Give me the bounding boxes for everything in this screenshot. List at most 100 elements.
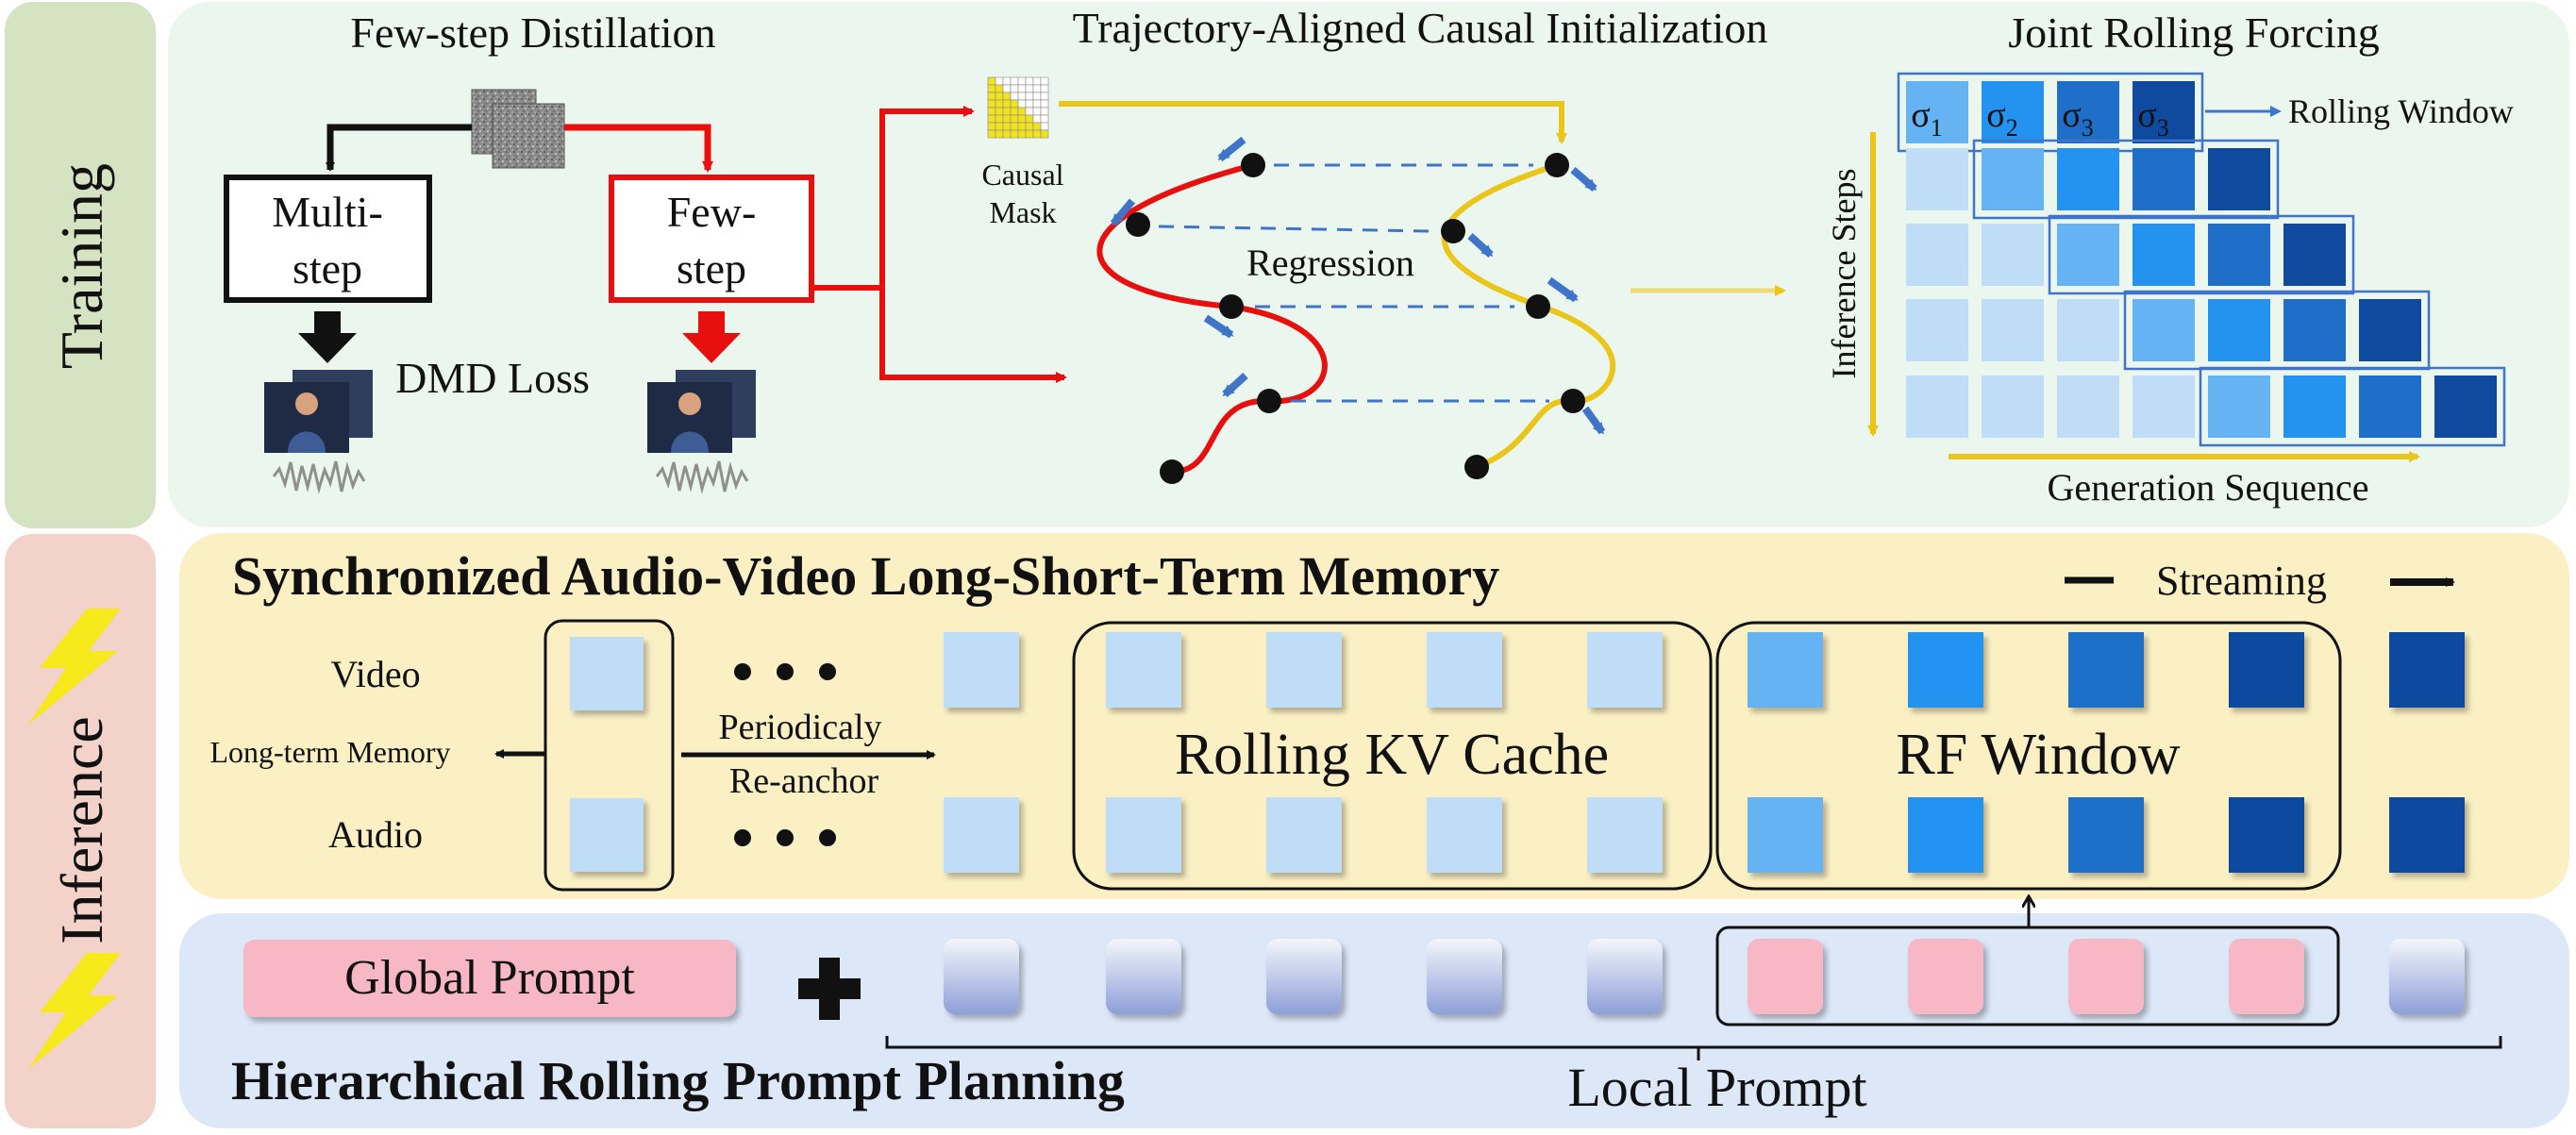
mask-cell	[1002, 114, 1012, 124]
kv-cache-label: Rolling KV Cache	[1175, 723, 1609, 787]
gradient-arrows	[1110, 136, 1606, 435]
student-arrow	[564, 124, 713, 173]
regression-dashes	[1158, 163, 1549, 403]
rf-window-label: RF Window	[1896, 723, 2180, 787]
mask-cell	[1040, 92, 1049, 101]
forcing-cell	[1906, 376, 1968, 438]
inference-side-tab	[5, 534, 156, 1128]
local-prompt-brace	[885, 1036, 2502, 1060]
trajectory-point	[1257, 389, 1281, 413]
prompt-planning-title: Hierarchical Rolling Prompt Planning	[231, 1050, 1125, 1111]
forcing-cell	[2057, 376, 2119, 438]
mask-cell	[1017, 114, 1027, 124]
trajectory-point	[1241, 153, 1265, 177]
mask-cell	[987, 122, 996, 131]
prompt-token	[944, 939, 1019, 1014]
audio-token	[944, 797, 1019, 873]
mask-cell	[995, 92, 1004, 101]
inference-steps-label: Inference Steps	[1825, 169, 1863, 379]
trajectory-point	[1126, 212, 1150, 237]
video-thumbnail	[647, 370, 756, 453]
local-prompt-token	[1748, 939, 1823, 1014]
video-token	[2229, 632, 2304, 708]
trajectory-point	[1219, 294, 1244, 319]
audio-token	[1106, 797, 1181, 873]
forcing-cell	[2434, 376, 2497, 438]
sigma-label: σ3	[2137, 95, 2168, 142]
mask-cell	[995, 122, 1004, 131]
lightning-icon	[28, 953, 121, 1069]
forcing-cell	[1982, 299, 2044, 361]
mask-cell	[1032, 107, 1042, 116]
few-step-to-trajectory-arrow	[879, 288, 1067, 383]
audio-token	[1587, 797, 1663, 873]
mask-cell	[1025, 107, 1034, 116]
long-term-memory-box	[544, 619, 675, 892]
mask-cell	[1040, 107, 1049, 116]
audio-token	[1748, 797, 1823, 873]
mask-cell	[987, 99, 996, 108]
prompt-token	[1427, 939, 1502, 1014]
mask-cell	[1017, 99, 1027, 108]
trajectory-point	[1160, 459, 1184, 484]
forcing-grid	[1897, 72, 2506, 447]
causal-mask-label: Mask	[989, 195, 1056, 229]
initialization-title: Trajectory-Aligned Causal Initialization	[1073, 4, 1768, 52]
trajectory-points	[1126, 153, 1585, 484]
mask-cell	[1025, 129, 1034, 139]
reanchor-label: Periodicaly	[718, 708, 881, 747]
local-prompt-token	[2229, 939, 2304, 1014]
video-token	[1908, 632, 1983, 708]
regression-label: Regression	[1246, 242, 1414, 284]
kv-cache-box	[1072, 621, 1713, 891]
audio-token	[1908, 797, 1983, 873]
mask-cell	[987, 92, 996, 101]
forcing-cell	[1982, 224, 2044, 286]
rolling-window-label: Rolling Window	[2288, 92, 2514, 130]
mask-cell	[1010, 122, 1019, 131]
forcing-cell	[2133, 299, 2195, 361]
mask-cell	[1010, 76, 1019, 86]
local-prompt-token	[2068, 939, 2144, 1014]
few-step-label: step	[677, 244, 746, 292]
audio-waveform	[272, 460, 366, 494]
local-prompt-token	[1908, 939, 1983, 1014]
mask-cell	[1010, 129, 1019, 139]
ellipsis-icon	[734, 663, 836, 680]
forcing-cell	[2208, 299, 2270, 361]
rolling-window-frame	[1972, 139, 2280, 220]
mask-cell	[1040, 99, 1049, 108]
video-label: Video	[330, 653, 420, 695]
sigma-label: σ3	[2062, 95, 2093, 142]
audio-waveform	[655, 460, 749, 494]
plus-icon	[798, 958, 861, 1020]
multi-step-output-arrow	[298, 311, 357, 363]
mask-cell	[1010, 92, 1019, 101]
mask-cell	[1032, 76, 1042, 86]
forcing-cell	[1982, 376, 2044, 438]
side-labels: Training Inference	[5, 2, 156, 1128]
audio-token	[2389, 797, 2465, 873]
mask-cell	[987, 76, 996, 86]
memory-audio-token	[570, 798, 644, 872]
trajectory-point	[1464, 455, 1489, 479]
mask-cell	[1032, 99, 1042, 108]
mask-cell	[1040, 122, 1049, 131]
inference-side-label: Inference	[48, 716, 115, 944]
forcing-cell	[2283, 376, 2346, 438]
video-token	[944, 632, 1019, 708]
distillation-title: Few-step Distillation	[350, 8, 715, 57]
mask-cell	[1002, 99, 1012, 108]
trajectory-point	[1561, 389, 1585, 413]
global-prompt-box	[243, 940, 736, 1017]
rolling-window-frame	[2199, 366, 2506, 447]
sigma-label: σ1	[1911, 95, 1942, 142]
forcing-title: Joint Rolling Forcing	[2008, 8, 2380, 57]
mask-cell	[987, 107, 996, 116]
mask-to-trajectory-arrow	[1059, 101, 1567, 144]
training-side-label: Training	[48, 163, 115, 369]
mask-cell	[1010, 99, 1019, 108]
prompt-tokens	[944, 939, 2465, 1014]
mask-cell	[1002, 107, 1012, 116]
mask-cell	[1032, 122, 1042, 131]
